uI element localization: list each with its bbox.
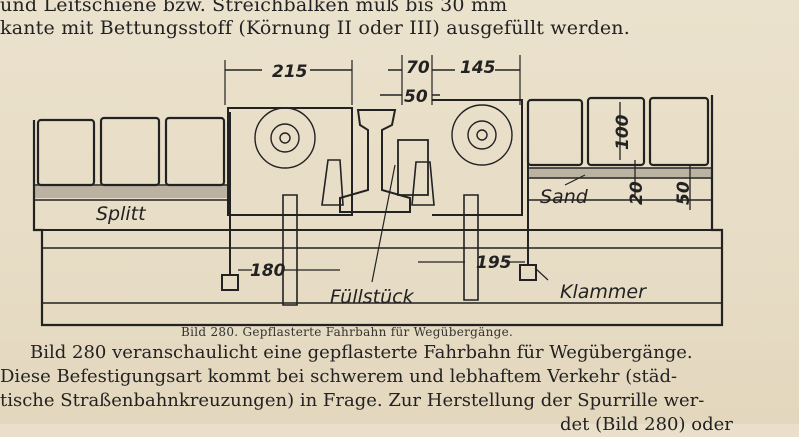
top-text-line-2: kante mit Bettungsstoff (Körnung II oder… <box>0 17 630 39</box>
label-splitt: Splitt <box>96 203 147 225</box>
dim-145: 145 <box>460 58 496 78</box>
body-text-line-3: tische Straßenbahnkreuzungen) in Frage. … <box>0 390 705 411</box>
dim-50-right: 50 <box>674 181 694 205</box>
top-text-line-1: und Leitschiene bzw. Streichbalken muß b… <box>0 0 508 16</box>
figure-caption: Bild 280. Gepflasterte Fahrbahn für Wegü… <box>181 325 514 339</box>
dim-180: 180 <box>250 261 286 281</box>
body-text-line-4: det (Bild 280) oder <box>560 414 733 435</box>
body-text-line-1: Bild 280 veranschaulicht eine gepflaster… <box>30 342 693 363</box>
body-text-line-2: Diese Befestigungsart kommt bei schwerem… <box>0 366 678 387</box>
dim-70: 70 <box>406 58 430 78</box>
label-fuellstueck: Füllstück <box>330 286 415 308</box>
dim-195: 195 <box>476 253 512 273</box>
top-paragraph: und Leitschiene bzw. Streichbalken muß b… <box>0 0 799 40</box>
label-sand: Sand <box>540 186 589 208</box>
dim-215: 215 <box>272 62 308 82</box>
label-klammer: Klammer <box>560 281 647 303</box>
dim-100: 100 <box>613 114 633 150</box>
body-paragraph: Bild 280 veranschaulicht eine gepflaster… <box>0 341 799 437</box>
dim-50-top: 50 <box>404 87 428 107</box>
dim-20: 20 <box>627 181 647 205</box>
technical-drawing: 215 70 145 50 100 20 50 180 195 Splitt S… <box>32 55 724 327</box>
